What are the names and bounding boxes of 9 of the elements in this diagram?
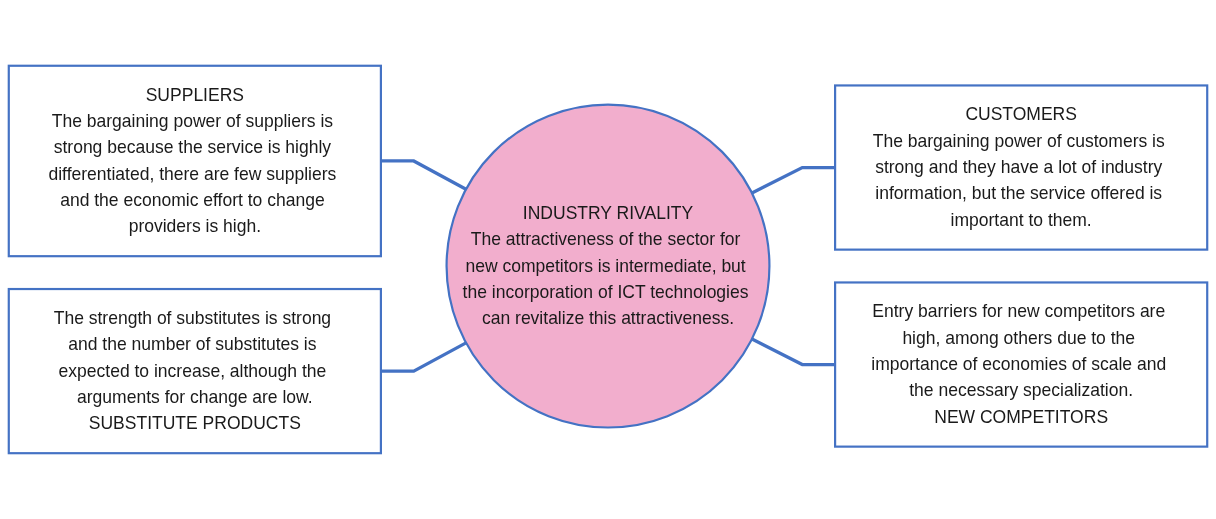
node-box: CUSTOMERS The bargaining power of customers is strong and they have a lot of industry information, but the service offered is important to them. [834, 84, 1209, 251]
node-box: Entry barriers for new competitors are high, among others due to the importance of economies of scale and the necessary specialization. NEW COMPETITORS [834, 281, 1209, 448]
connector [380, 341, 467, 373]
connector [751, 337, 836, 367]
connector [380, 159, 467, 191]
node-circle: INDUSTRY RIVALITY The attractiveness of the sector for new competitors is intermediate, but the incorporation of ICT technologies can revitalize this attractiveness. [445, 103, 771, 429]
connector [751, 165, 836, 195]
node-box: The strength of substitutes is strong and the number of substitutes is expected to increase, although the arguments for change are low. SUBSTITUTE PRODUCTS [7, 287, 382, 455]
node-box: SUPPLIERS The bargaining power of suppliers is strong because the service is highly differentiated, there are few suppliers and the economic effort to change providers is high. [7, 64, 382, 258]
